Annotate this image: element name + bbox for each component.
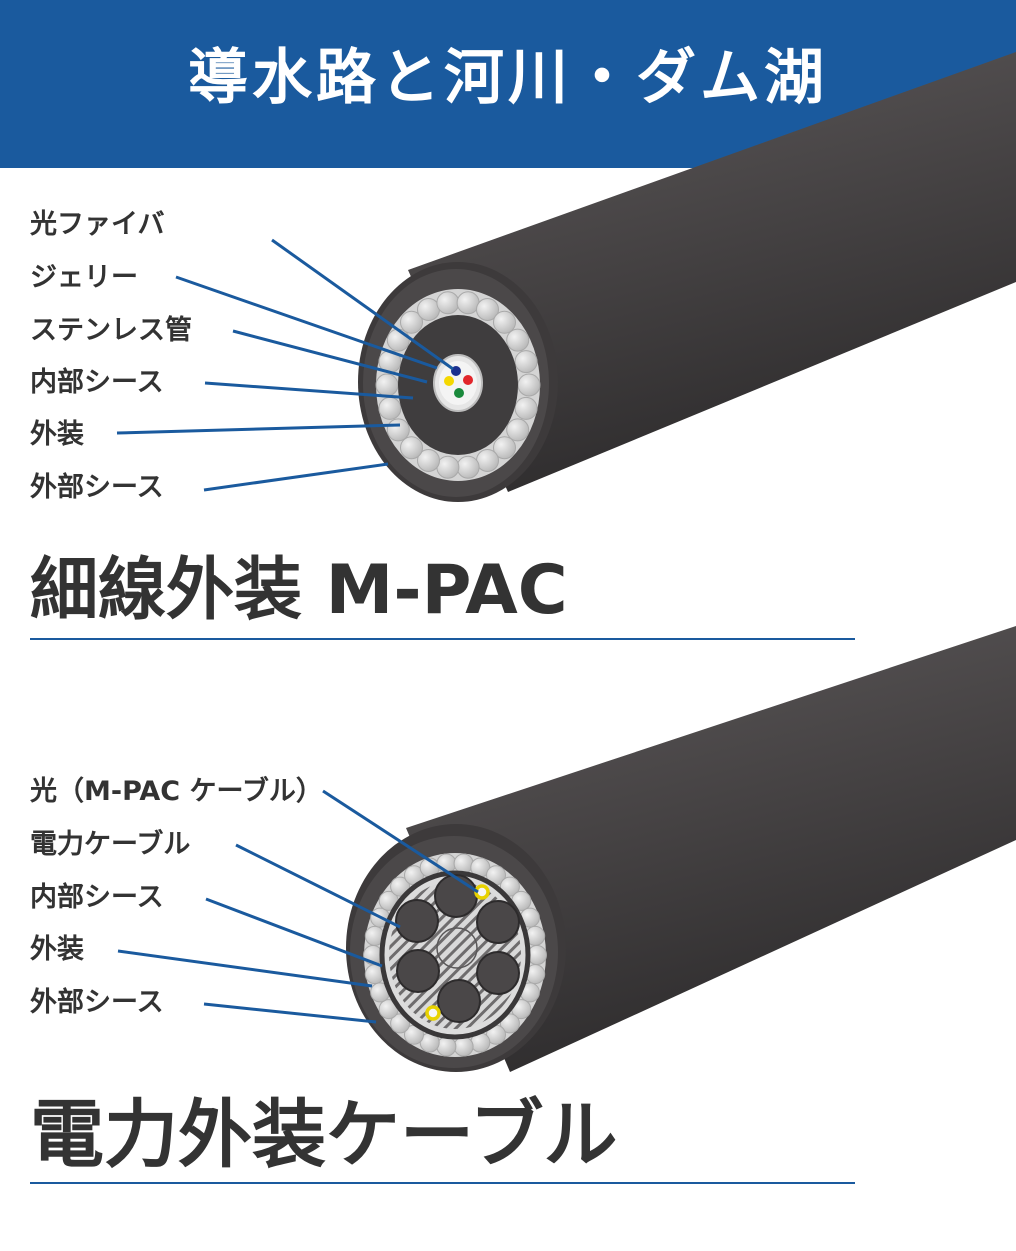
divider xyxy=(30,638,855,640)
fiber-red xyxy=(463,375,473,385)
cable-2-illustration xyxy=(346,626,1016,1072)
leader-optical-fiber xyxy=(271,238,454,371)
armor-wire xyxy=(417,449,440,472)
leader-armor-1 xyxy=(116,423,401,435)
fiber-blue xyxy=(451,366,461,376)
leader-jelly xyxy=(175,275,438,370)
label-inner-sheath: 内部シース xyxy=(30,367,164,398)
leader-optical-mpac xyxy=(322,789,479,894)
armor-wire xyxy=(514,350,538,374)
armor-wire xyxy=(400,436,423,460)
armor-wire xyxy=(456,455,480,479)
cable-1-body xyxy=(408,52,1016,492)
label-jelly: ジェリー xyxy=(30,262,138,293)
armor-wire xyxy=(453,1036,474,1057)
armor-wire xyxy=(476,449,499,472)
armor-wire xyxy=(493,310,516,334)
armor-wire xyxy=(417,298,440,321)
armor-wire xyxy=(517,373,541,397)
header-band xyxy=(0,0,1016,168)
leader-outer-sheath-1 xyxy=(203,462,389,492)
label-armor: 外装 xyxy=(30,934,84,965)
armor-wire xyxy=(476,298,499,321)
armor-wire xyxy=(436,1036,457,1057)
label-outer-sheath: 外部シース xyxy=(30,472,164,503)
label-power-cable: 電力ケーブル xyxy=(30,829,191,860)
label-optical-fiber: 光ファイバ xyxy=(30,209,165,240)
power-core xyxy=(395,899,439,943)
cable-1-leaders xyxy=(116,238,454,492)
leader-power-cable xyxy=(235,843,401,929)
power-core xyxy=(437,979,481,1023)
armor-wire xyxy=(506,328,530,352)
leader-inner-sheath-2 xyxy=(205,897,383,968)
armor-wire xyxy=(453,853,474,874)
armor-wire xyxy=(514,396,538,420)
power-core xyxy=(396,949,440,993)
label-stainless-tube: ステンレス管 xyxy=(30,315,192,346)
leader-outer-sheath-2 xyxy=(203,1002,377,1024)
armor-wire xyxy=(436,291,460,315)
label-optical-mpac: 光（M-PAC ケーブル） xyxy=(30,776,323,807)
armor-wire xyxy=(390,876,411,897)
armor-wire xyxy=(386,418,410,442)
armor-wire xyxy=(499,876,520,897)
power-core-center xyxy=(436,927,478,969)
armor-wire xyxy=(390,1013,411,1034)
armor-wire xyxy=(400,310,423,334)
label-inner-sheath: 内部シース xyxy=(30,882,164,913)
power-core xyxy=(476,900,520,944)
fiber-yellow xyxy=(444,376,454,386)
armor-wire xyxy=(375,373,399,397)
armor-wire xyxy=(499,1013,520,1034)
power-core xyxy=(434,874,478,918)
leader-inner-sheath-1 xyxy=(204,381,414,400)
cable-1-jelly xyxy=(439,361,477,405)
armor-wire xyxy=(386,328,410,352)
leader-armor-2 xyxy=(117,949,373,988)
cable-1-title: 細線外装 M-PAC xyxy=(30,551,568,630)
page-title: 導水路と河川・ダム湖 xyxy=(188,43,828,113)
cable-1-illustration xyxy=(358,52,1016,502)
leader-stainless-tube xyxy=(232,329,428,384)
cable-2-armor-wires xyxy=(363,853,547,1057)
cable-1-armor-wires xyxy=(375,291,541,479)
armor-wire xyxy=(493,436,516,460)
armor-wire xyxy=(506,418,530,442)
optical-unit xyxy=(425,1005,441,1021)
label-armor: 外装 xyxy=(30,419,84,450)
fiber-green xyxy=(454,388,464,398)
cable-2-leaders xyxy=(117,789,479,1024)
cable-2-title: 電力外装ケーブル xyxy=(30,1092,618,1178)
armor-wire xyxy=(378,396,402,420)
armor-wire xyxy=(456,291,480,315)
power-core xyxy=(476,951,520,995)
armor-wire xyxy=(436,455,460,479)
divider xyxy=(30,1182,855,1184)
label-outer-sheath: 外部シース xyxy=(30,987,164,1018)
